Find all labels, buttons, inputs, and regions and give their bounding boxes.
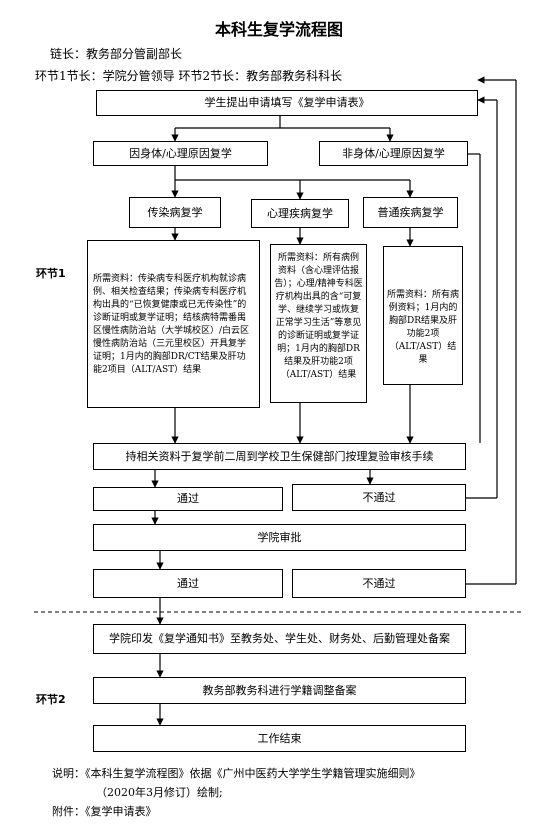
type-mental-step: 心理疾病复学	[251, 199, 349, 228]
registry-step: 教务部教务科进行学籍调整备案	[93, 677, 466, 704]
docs-mental: 所需资料：所有病例资料（含心理评估报告）；心理/精神专科医疗机构出具的含“可复学…	[270, 244, 367, 403]
docs-infectious: 所需资料：传染病专科医疗机构就诊病例、相关检查结果；传染病专科医疗机构出具的“已…	[87, 240, 260, 408]
apply-step: 学生提出申请填写《复学申请表》	[96, 90, 478, 116]
end-step: 工作结束	[93, 725, 466, 752]
section1-label: 环节1	[36, 267, 66, 280]
health-review-step: 持相关资料于复学前二周到学校卫生保健部门按理复验审核手续	[93, 443, 466, 470]
section2-label: 环节2	[36, 693, 66, 706]
college-approval-step: 学院审批	[93, 524, 466, 551]
approval-pass-step: 通过	[93, 569, 283, 598]
review-fail-step: 不通过	[292, 484, 466, 511]
footer-note-line1: 说明：《本科生复学流程图》依据《广州中医药大学学生学籍管理实施细则》	[52, 767, 421, 780]
footer-attachment: 附件：《复学申请表》	[52, 805, 157, 818]
approval-fail-step: 不通过	[292, 569, 466, 598]
page-title: 本科生复学流程图	[214, 20, 343, 39]
review-pass-step: 通过	[93, 487, 283, 511]
notice-step: 学院印发《复学通知书》至教务处、学生处、财务处、后勤管理处备案	[93, 624, 466, 654]
reason-health-step: 因身体/心理原因复学	[93, 141, 268, 166]
section-leaders: 环节1节长：学院分管领导 环节2节长：教务部教务科科长	[35, 69, 343, 83]
type-common-step: 普通疾病复学	[363, 197, 458, 228]
docs-common: 所需资料：所有病例资料；1月内的胸部DR结果及肝功能2项（ALT/AST）结果	[383, 246, 463, 385]
type-infectious-step: 传染病复学	[129, 197, 221, 228]
reason-other-step: 非身体/心理原因复学	[319, 141, 468, 166]
chain-leader: 链长：教务部分管副部长	[50, 47, 183, 61]
footer-note-line2: （2020年3月修订）绘制;	[96, 786, 223, 799]
